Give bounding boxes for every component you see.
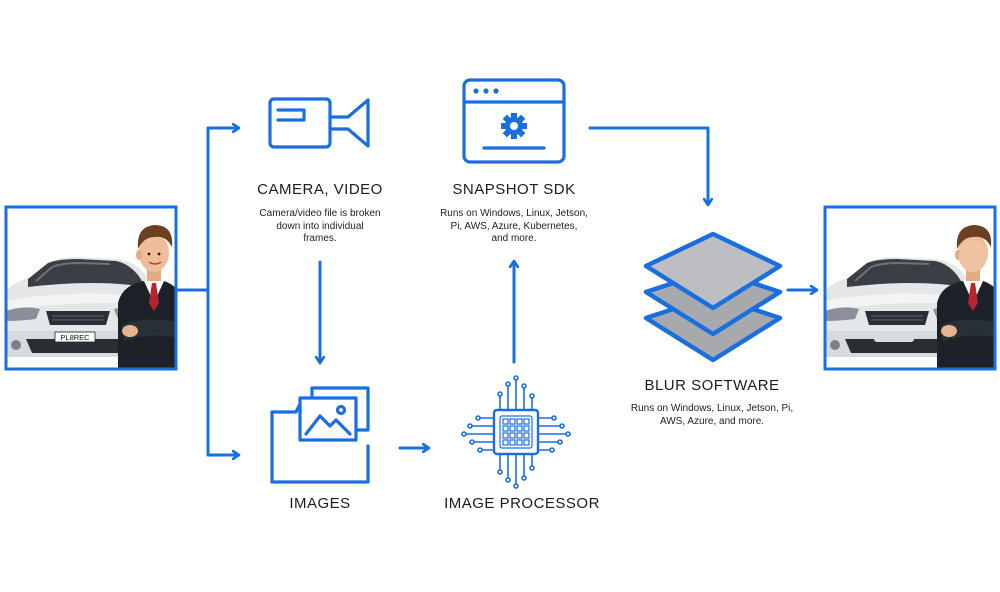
connectors: [174, 126, 816, 455]
blurred-license-plate: [874, 332, 914, 342]
sdk-desc-line-2: Pi, AWS, Azure, Kubernetes,: [450, 220, 578, 232]
blur-desc-line-1: Runs on Windows, Linux, Jetson, Pi,: [630, 403, 794, 414]
input-photo: PL8REC: [4, 205, 178, 371]
blurred-face: [959, 240, 987, 272]
blur-software-title: BLUR SOFTWARE: [644, 377, 780, 394]
camera-desc-line-1: Camera/video file is broken: [259, 208, 381, 219]
blur-desc-line-2: AWS, Azure, and more.: [659, 415, 765, 427]
camera-video-description: Camera/video file is broken down into in…: [230, 208, 410, 246]
camera-desc-line-2: down into individual: [276, 220, 364, 232]
folder-images-icon: [270, 386, 370, 484]
license-plate-text: PL8REC: [60, 333, 90, 342]
license-plate: [54, 331, 96, 343]
stacked-layers-icon: [643, 231, 783, 363]
images-title: IMAGES: [289, 495, 351, 512]
snapshot-sdk-title: SNAPSHOT SDK: [452, 181, 576, 198]
video-camera-icon: [268, 97, 370, 149]
connector-sdk-blur: [588, 126, 708, 204]
camera-desc-line-3: frames.: [303, 233, 337, 244]
sdk-desc-line-1: Runs on Windows, Linux, Jetson,: [440, 208, 588, 219]
chip-icon: [461, 375, 571, 489]
output-photo-blurred: [823, 205, 997, 371]
connector-to-images: [206, 288, 238, 455]
sdk-desc-line-3: and more.: [491, 233, 537, 244]
browser-gear-icon: [462, 78, 566, 164]
camera-video-title: CAMERA, VIDEO: [257, 181, 383, 198]
blur-software-description: Runs on Windows, Linux, Jetson, Pi, AWS,…: [602, 403, 822, 428]
snapshot-sdk-description: Runs on Windows, Linux, Jetson, Pi, AWS,…: [404, 208, 624, 246]
connector-to-camera: [206, 128, 238, 292]
image-processor-title: IMAGE PROCESSOR: [444, 495, 600, 512]
